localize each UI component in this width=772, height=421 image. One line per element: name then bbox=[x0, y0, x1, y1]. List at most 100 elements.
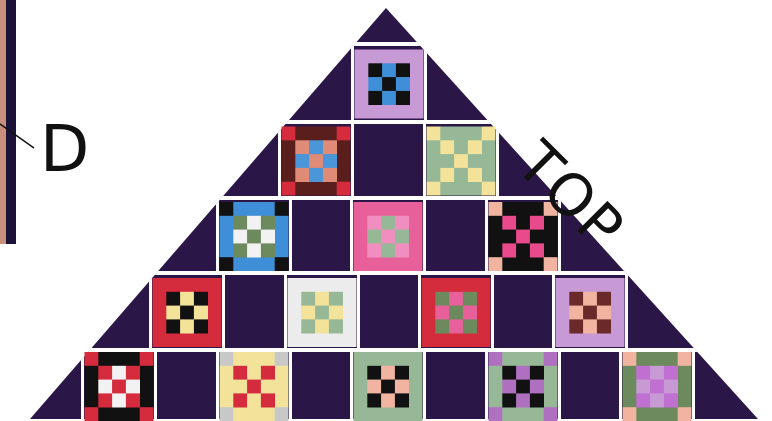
nine-patch-square bbox=[435, 319, 449, 333]
nine-patch-square bbox=[664, 393, 678, 407]
nine-patch-square bbox=[112, 393, 126, 407]
nine-patch-square bbox=[530, 380, 544, 394]
block-corner-square bbox=[85, 407, 99, 421]
block-corner-square bbox=[678, 352, 692, 366]
nine-patch-square bbox=[636, 380, 650, 394]
nine-patch-square bbox=[315, 319, 329, 333]
nine-patch-square bbox=[502, 366, 516, 380]
block-corner-square bbox=[489, 407, 503, 421]
nine-patch-square bbox=[381, 366, 395, 380]
block-corner-square bbox=[422, 333, 436, 347]
block-corner-square bbox=[556, 333, 570, 347]
nine-patch-square bbox=[261, 216, 275, 230]
nine-patch-square bbox=[180, 306, 194, 320]
nine-patch-square bbox=[261, 393, 275, 407]
block-corner-square bbox=[354, 407, 368, 421]
nine-patch-square bbox=[463, 306, 477, 320]
nine-patch-square bbox=[368, 63, 382, 77]
nine-patch-square bbox=[597, 292, 611, 306]
block-corner-square bbox=[678, 407, 692, 421]
block-corner-square bbox=[288, 278, 302, 292]
nine-patch-square bbox=[395, 243, 409, 257]
nine-patch-square bbox=[468, 168, 482, 182]
nine-patch-square bbox=[502, 380, 516, 394]
nine-patch-square bbox=[454, 168, 468, 182]
block-corner-square bbox=[354, 257, 368, 271]
quilt-block bbox=[427, 127, 496, 196]
block-corner-square bbox=[220, 407, 234, 421]
block-corner-square bbox=[282, 182, 296, 196]
nine-patch-square bbox=[516, 380, 530, 394]
nine-patch-square bbox=[194, 319, 208, 333]
nine-patch-square bbox=[381, 216, 395, 230]
block-corner-square bbox=[544, 257, 558, 271]
block-corner-square bbox=[409, 352, 423, 366]
nine-patch-square bbox=[382, 91, 396, 105]
nine-patch-square bbox=[301, 306, 315, 320]
nine-patch-square bbox=[295, 168, 309, 182]
block-corner-square bbox=[275, 407, 289, 421]
nine-patch-square bbox=[530, 393, 544, 407]
nine-patch-square bbox=[463, 319, 477, 333]
nine-patch-square bbox=[367, 380, 381, 394]
block-corner-square bbox=[482, 182, 496, 196]
block-corner-square bbox=[220, 257, 234, 271]
nine-patch-square bbox=[396, 63, 410, 77]
nine-patch-square bbox=[301, 292, 315, 306]
block-corner-square bbox=[343, 333, 357, 347]
nine-patch-square bbox=[247, 243, 261, 257]
nine-patch-square bbox=[194, 292, 208, 306]
quilt-block bbox=[354, 202, 423, 271]
nine-patch-square bbox=[295, 140, 309, 154]
nine-patch-square bbox=[440, 168, 454, 182]
block-corner-square bbox=[489, 257, 503, 271]
nine-patch-square bbox=[247, 380, 261, 394]
quilt-edge-sample bbox=[0, 0, 34, 244]
block-corner-square bbox=[282, 127, 296, 141]
nine-patch-square bbox=[516, 366, 530, 380]
quilt-block bbox=[623, 352, 692, 421]
nine-patch-square bbox=[368, 91, 382, 105]
block-corner-square bbox=[409, 202, 423, 216]
nine-patch-square bbox=[516, 230, 530, 244]
nine-patch-square bbox=[530, 366, 544, 380]
nine-patch-square bbox=[367, 243, 381, 257]
nine-patch-square bbox=[583, 319, 597, 333]
nine-patch-square bbox=[516, 243, 530, 257]
nine-patch-square bbox=[636, 366, 650, 380]
nine-patch-square bbox=[295, 154, 309, 168]
nine-patch-square bbox=[435, 292, 449, 306]
block-corner-square bbox=[489, 352, 503, 366]
nine-patch-square bbox=[233, 380, 247, 394]
block-corner-square bbox=[153, 333, 167, 347]
nine-patch-square bbox=[247, 230, 261, 244]
nine-patch-square bbox=[664, 366, 678, 380]
nine-patch-square bbox=[126, 366, 140, 380]
nine-patch-square bbox=[309, 154, 323, 168]
nine-patch-square bbox=[112, 366, 126, 380]
block-corner-square bbox=[482, 127, 496, 141]
block-corner-square bbox=[355, 50, 369, 64]
quilt-block bbox=[489, 352, 558, 421]
nine-patch-square bbox=[516, 216, 530, 230]
nine-patch-square bbox=[440, 154, 454, 168]
nine-patch-square bbox=[233, 230, 247, 244]
quilt-block bbox=[220, 352, 289, 421]
nine-patch-square bbox=[440, 140, 454, 154]
block-corner-square bbox=[410, 50, 424, 64]
quilt-block bbox=[153, 278, 222, 347]
quilt-block bbox=[422, 278, 491, 347]
nine-patch-square bbox=[180, 292, 194, 306]
nine-patch-square bbox=[194, 306, 208, 320]
block-corner-square bbox=[220, 202, 234, 216]
nine-patch-square bbox=[395, 216, 409, 230]
nine-patch-square bbox=[454, 154, 468, 168]
block-corner-square bbox=[427, 182, 441, 196]
nine-patch-square bbox=[247, 366, 261, 380]
block-corner-square bbox=[422, 278, 436, 292]
block-corner-square bbox=[275, 257, 289, 271]
nine-patch-square bbox=[261, 366, 275, 380]
nine-patch-square bbox=[449, 319, 463, 333]
nine-patch-square bbox=[323, 168, 337, 182]
